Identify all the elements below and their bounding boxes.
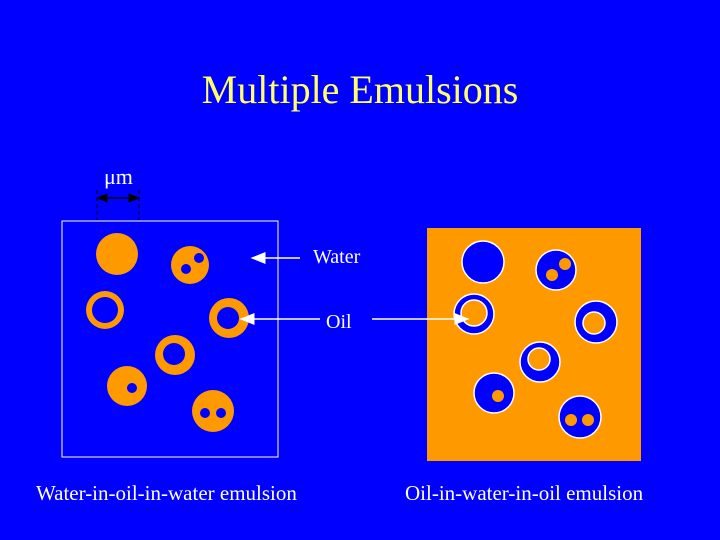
caption-right: Oil-in-water-in-oil emulsion (405, 483, 643, 504)
water-droplet (575, 301, 617, 343)
water-droplet (520, 342, 560, 382)
water-droplet (474, 373, 514, 413)
left-panel (62, 221, 278, 457)
oil-droplet (171, 246, 209, 284)
oil-label: Oil (326, 312, 352, 332)
water-droplet (559, 396, 601, 438)
oil-droplet (96, 233, 138, 275)
water-droplet (454, 294, 494, 334)
oil-droplet (209, 298, 249, 338)
oil-droplet (155, 335, 195, 375)
water-droplet (536, 250, 576, 290)
caption-left: Water-in-oil-in-water emulsion (36, 483, 297, 504)
scale-unit-label: μm (104, 166, 133, 188)
oil-droplet (192, 390, 234, 432)
right-panel (427, 228, 641, 461)
water-droplet (462, 241, 504, 283)
oil-droplet (107, 366, 147, 406)
oil-droplet (86, 291, 124, 329)
water-label: Water (313, 247, 360, 267)
